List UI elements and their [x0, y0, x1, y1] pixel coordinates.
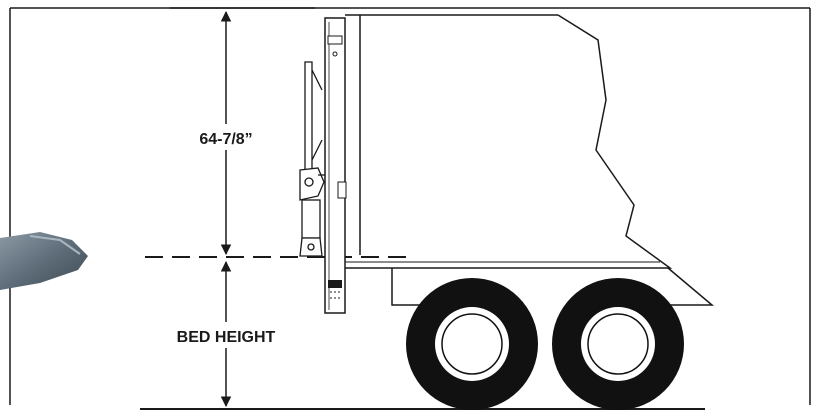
dimension-label: 64-7/8”	[199, 131, 252, 148]
liftgate-column	[324, 17, 347, 314]
dimension-arrow-upper	[175, 10, 275, 256]
frame-border	[9, 7, 811, 405]
platform-photo-fragment	[0, 232, 88, 290]
truck-body	[345, 14, 673, 269]
rear-tire-back	[552, 278, 684, 410]
bed-height-label: BED HEIGHT	[177, 329, 276, 346]
liftgate-platform-folded	[304, 61, 323, 171]
rear-tire-front	[406, 278, 538, 410]
dimension-arrow-lower	[160, 260, 295, 408]
liftgate-actuator	[299, 167, 325, 257]
truck-chassis	[391, 267, 715, 306]
